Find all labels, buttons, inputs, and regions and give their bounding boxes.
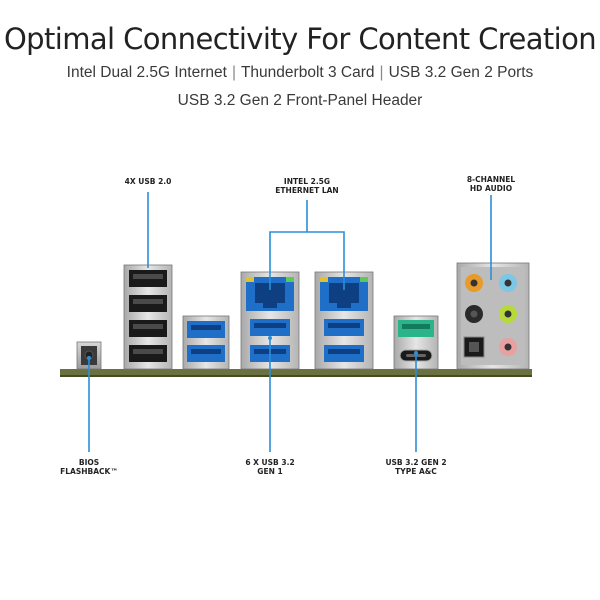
subtitle-feature-lan: Intel Dual 2.5G Internet	[66, 64, 227, 81]
audio-jack-panel	[456, 262, 530, 370]
label-usb2: 4X USB 2.0	[124, 177, 172, 186]
pcb-edge	[60, 375, 532, 377]
label-ethernet-lan: INTEL 2.5G ETHERNET LAN	[275, 177, 338, 195]
label-ethernet-line1: INTEL 2.5G	[283, 177, 331, 186]
label-usb32g2-line1: USB 3.2 GEN 2	[385, 458, 447, 467]
label-bios-flashback: BIOS FLASHBACK™	[60, 458, 118, 476]
lan-usb-stack-right	[314, 271, 374, 370]
label-usb32g1-line1: 6 X USB 3.2	[245, 458, 295, 467]
label-usb32-gen1: 6 X USB 3.2 GEN 1	[245, 458, 294, 476]
page-title: Optimal Connectivity For Content Creatio…	[3, 22, 597, 56]
label-bios-line2: FLASHBACK™	[60, 467, 118, 476]
subtitle-line-2: USB 3.2 Gen 2 Front-Panel Header	[177, 92, 423, 109]
label-hd-audio: 8-CHANNEL HD AUDIO	[467, 175, 515, 193]
label-usb32-gen2: USB 3.2 GEN 2 TYPE A&C	[385, 458, 446, 476]
label-usb32g2-line2: TYPE A&C	[395, 467, 437, 476]
usb3-port-stack-left	[182, 315, 230, 370]
subtitle-feature-usb: USB 3.2 Gen 2 Ports	[388, 64, 534, 81]
subtitle-separator: |	[379, 64, 384, 81]
label-bios-line1: BIOS	[78, 458, 100, 467]
label-audio-line2: HD AUDIO	[469, 184, 513, 193]
subtitle-feature-thunderbolt: Thunderbolt 3 Card	[240, 64, 375, 81]
subtitle-separator: |	[231, 64, 236, 81]
callout-lines	[88, 192, 492, 452]
pcb-strip	[60, 369, 532, 376]
bios-flashback-button	[76, 341, 102, 370]
label-usb32g1-line2: GEN 1	[257, 467, 283, 476]
subtitle-line-1: Intel Dual 2.5G Internet|Thunderbolt 3 C…	[0, 64, 600, 82]
label-audio-line1: 8-CHANNEL	[466, 175, 516, 184]
label-ethernet-line2: ETHERNET LAN	[275, 186, 339, 195]
usb2-port-stack	[123, 264, 173, 370]
